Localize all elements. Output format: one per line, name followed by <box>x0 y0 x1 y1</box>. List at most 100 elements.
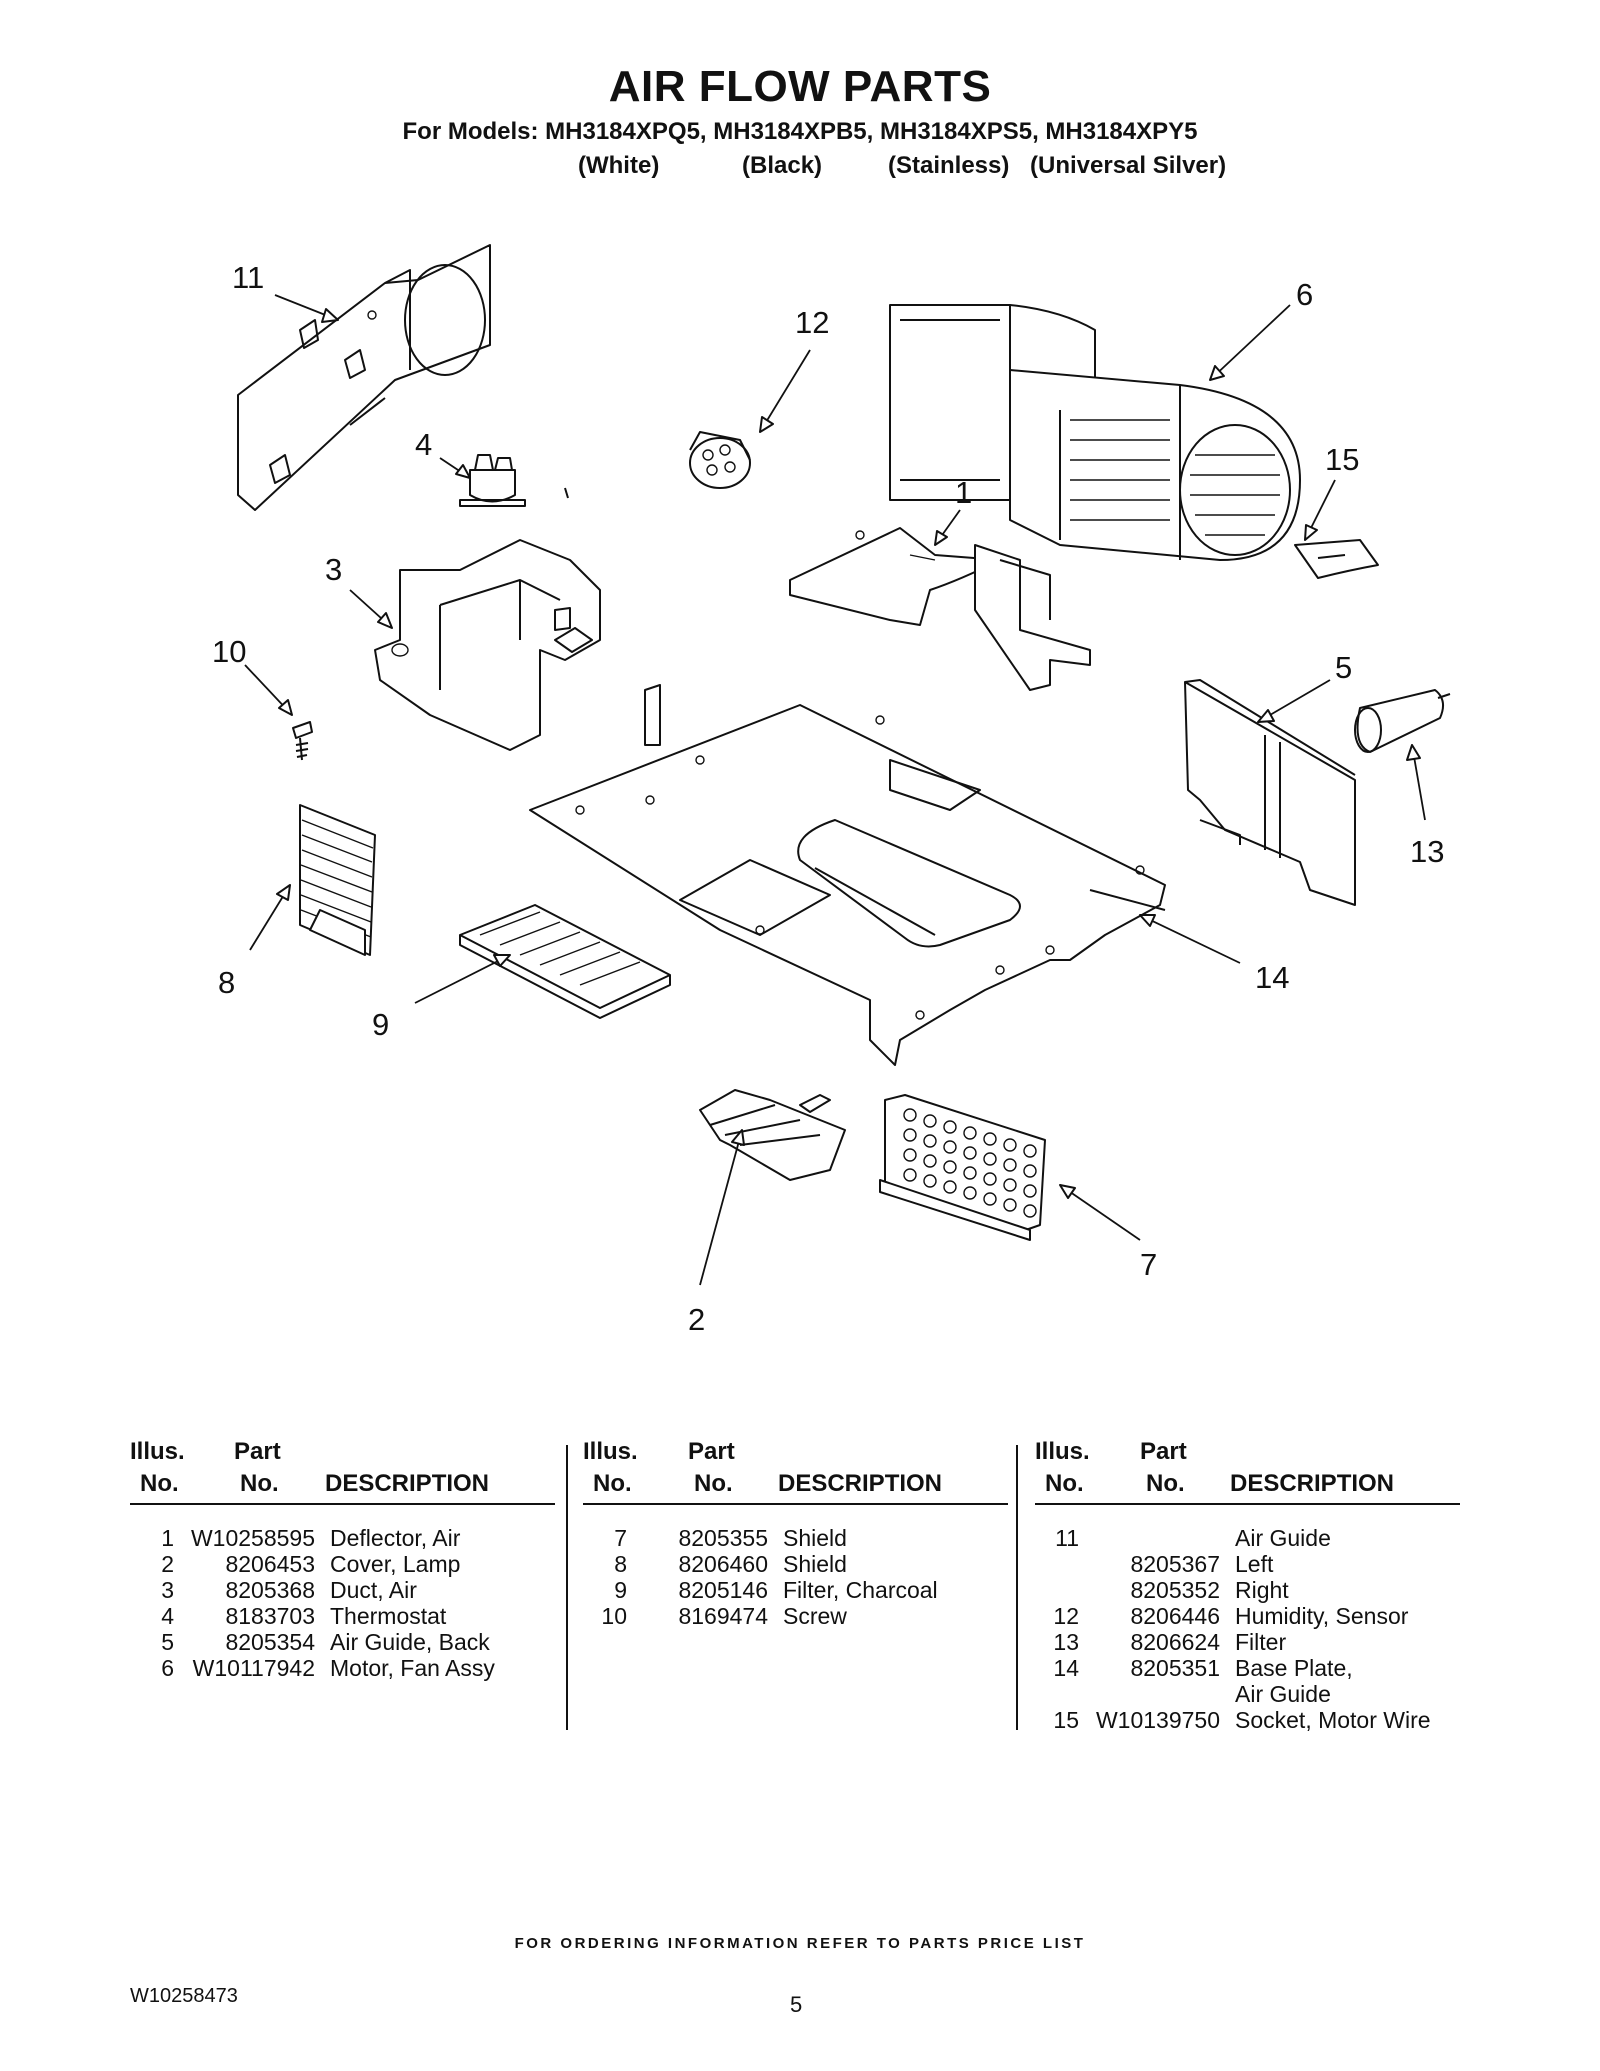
part-socket-motor-wire <box>1294 539 1379 579</box>
hdr-part-1-c3: Part <box>1140 1438 1187 1465</box>
c2-r2-illus: 8 <box>614 1551 627 1577</box>
c3-r3-desc: Right <box>1235 1577 1289 1603</box>
part-lamp-cover <box>699 1089 846 1181</box>
part-filter-capacitor <box>1354 689 1451 753</box>
part-motor-fan-assy <box>889 304 1301 561</box>
c3-r4-illus: 12 <box>1053 1603 1079 1629</box>
exploded-parts-diagram: 11 12 6 4 15 1 3 10 5 13 8 9 14 2 7 <box>212 244 1451 1337</box>
c3-r6-part: 8205351 <box>1130 1655 1220 1681</box>
c2-r1-part: 8205355 <box>678 1525 768 1551</box>
column-divider-2 <box>1016 1445 1018 1730</box>
callout-15: 15 <box>1325 442 1359 477</box>
c2-r4-part: 8169474 <box>678 1603 768 1629</box>
callout-7: 7 <box>1140 1247 1157 1282</box>
c2-r1-desc: Shield <box>783 1525 847 1551</box>
callout-3: 3 <box>325 552 342 587</box>
callout-9: 9 <box>372 1007 389 1042</box>
part-charcoal-filter <box>459 904 671 1019</box>
hdr-illus-1-c3: Illus. <box>1035 1438 1090 1465</box>
c1-r6-part: W10117942 <box>192 1655 315 1681</box>
leader-lines <box>244 294 1426 1286</box>
callout-10: 10 <box>212 634 246 669</box>
c2-r3-desc: Filter, Charcoal <box>783 1577 938 1603</box>
hdr-illus-1-c2: Illus. <box>583 1438 638 1465</box>
c2-r2-desc: Shield <box>783 1551 847 1577</box>
c2-r4-illus: 10 <box>601 1603 627 1629</box>
part-air-guide-back <box>1184 679 1356 906</box>
c1-r3-part: 8205368 <box>225 1577 315 1603</box>
hdr-illus-2-c2: No. <box>593 1470 632 1497</box>
c1-r5-desc: Air Guide, Back <box>330 1629 490 1655</box>
document-number: W10258473 <box>130 1985 238 2007</box>
variant-white: (White) <box>578 152 660 179</box>
callout-8: 8 <box>218 965 235 1000</box>
hdr-part-2-c3: No. <box>1146 1470 1185 1497</box>
hdr-part-2-c2: No. <box>694 1470 733 1497</box>
hdr-illus-2-c1: No. <box>140 1470 179 1497</box>
c1-r5-illus: 5 <box>161 1629 174 1655</box>
hdr-part-1-c1: Part <box>234 1438 281 1465</box>
c3-r4-part: 8206446 <box>1130 1603 1220 1629</box>
models-line: For Models: MH3184XPQ5, MH3184XPB5, MH31… <box>402 118 1198 145</box>
callout-13: 13 <box>1410 834 1444 869</box>
c1-r6-illus: 6 <box>161 1655 174 1681</box>
c1-r4-part: 8183703 <box>225 1603 315 1629</box>
part-shield-grille <box>879 1094 1046 1241</box>
c3-r8-illus: 15 <box>1053 1707 1079 1733</box>
c3-r5-illus: 13 <box>1053 1629 1079 1655</box>
header-rule-c1 <box>130 1503 555 1505</box>
c1-r5-part: 8205354 <box>225 1629 315 1655</box>
c3-r2-part: 8205367 <box>1130 1551 1220 1577</box>
c3-r5-part: 8206624 <box>1130 1629 1220 1655</box>
part-humidity-sensor <box>689 431 751 489</box>
hdr-illus-1-c1: Illus. <box>130 1438 185 1465</box>
c3-r3-part: 8205352 <box>1130 1577 1220 1603</box>
c1-r2-illus: 2 <box>161 1551 174 1577</box>
c1-r2-part: 8206453 <box>225 1551 315 1577</box>
part-air-duct <box>374 539 601 751</box>
page-title: AIR FLOW PARTS <box>608 62 992 111</box>
variant-stainless: (Stainless) <box>888 152 1010 179</box>
variant-black: (Black) <box>742 152 823 179</box>
c2-r1-illus: 7 <box>614 1525 627 1551</box>
variant-universal-silver: (Universal Silver) <box>1030 152 1227 179</box>
c3-r1-illus: 11 <box>1055 1525 1079 1551</box>
c1-r1-part: W10258595 <box>190 1525 315 1551</box>
callout-12: 12 <box>795 305 829 340</box>
c3-r6-desc: Base Plate, <box>1235 1655 1353 1681</box>
part-thermostat <box>459 454 569 507</box>
c3-r6-illus: 14 <box>1053 1655 1079 1681</box>
c2-r3-illus: 9 <box>614 1577 627 1603</box>
header-rule-c2 <box>583 1503 1008 1505</box>
part-screw <box>292 721 313 761</box>
c3-r4-desc: Humidity, Sensor <box>1235 1603 1409 1629</box>
c3-r5-desc: Filter <box>1235 1629 1287 1655</box>
callout-6: 6 <box>1296 277 1313 312</box>
callout-11: 11 <box>232 260 264 295</box>
part-air-guide <box>237 244 491 511</box>
callout-14: 14 <box>1255 960 1289 995</box>
callout-1: 1 <box>955 475 972 510</box>
c1-r2-desc: Cover, Lamp <box>330 1551 461 1577</box>
callout-2: 2 <box>688 1302 705 1337</box>
column-divider-1 <box>566 1445 568 1730</box>
hdr-part-1-c2: Part <box>688 1438 735 1465</box>
c2-r4-desc: Screw <box>783 1603 847 1629</box>
c1-r1-desc: Deflector, Air <box>330 1525 461 1551</box>
c1-r4-desc: Thermostat <box>330 1603 447 1629</box>
c3-r8-part: W10139750 <box>1095 1707 1220 1733</box>
c1-r3-desc: Duct, Air <box>330 1577 417 1603</box>
header-rule-c3 <box>1035 1503 1460 1505</box>
c3-r8-desc: Socket, Motor Wire <box>1235 1707 1431 1733</box>
c1-r4-illus: 4 <box>161 1603 174 1629</box>
hdr-desc-c3: DESCRIPTION <box>1230 1470 1395 1497</box>
hdr-illus-2-c3: No. <box>1045 1470 1084 1497</box>
c2-r3-part: 8205146 <box>678 1577 768 1603</box>
hdr-part-2-c1: No. <box>240 1470 279 1497</box>
c3-r2-desc: Left <box>1235 1551 1274 1577</box>
c3-r1-desc: Air Guide <box>1235 1525 1331 1551</box>
hdr-desc-c2: DESCRIPTION <box>778 1470 943 1497</box>
c2-r2-part: 8206460 <box>678 1551 768 1577</box>
part-base-plate <box>529 684 1166 1066</box>
c1-r1-illus: 1 <box>161 1525 174 1551</box>
